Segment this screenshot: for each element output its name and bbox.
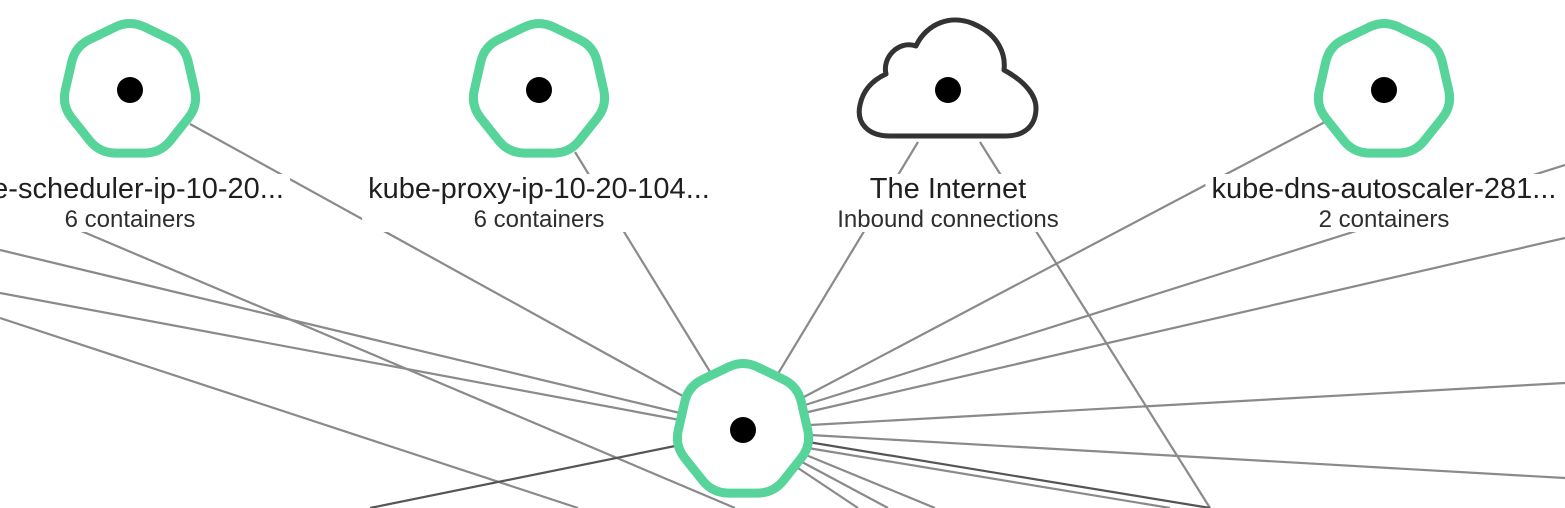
edge-right-4 (809, 433, 1565, 480)
node-title: kube-dns-autoscaler-281... (1211, 173, 1557, 205)
edge-left-2 (0, 291, 681, 422)
node-the-internet[interactable] (856, 17, 1039, 139)
edge-dns-center (801, 121, 1326, 399)
node-kube-scheduler[interactable] (59, 18, 201, 158)
edge-right-3 (809, 381, 1565, 427)
node-label-the-internet[interactable]: The Internet Inbound connections (831, 174, 1065, 232)
node-subtitle: 2 containers (1318, 206, 1450, 233)
edge-left-3 (0, 316, 579, 508)
node-center-dot (526, 77, 552, 103)
node-center-dot (935, 77, 961, 103)
edge-bottom-2 (801, 461, 889, 508)
edge-right-6 (807, 446, 1171, 508)
edge-scheduler-center (189, 123, 691, 401)
node-kube-dns-autoscaler[interactable] (1313, 18, 1455, 158)
edge-right-2 (807, 236, 1565, 414)
node-label-kube-scheduler[interactable]: be-scheduler-ip-10-20... 6 containers (0, 174, 290, 232)
node-title: be-scheduler-ip-10-20... (0, 173, 284, 205)
node-title: kube-proxy-ip-10-20-104... (368, 173, 710, 205)
node-center-dot (1371, 77, 1397, 103)
node-label-kube-proxy[interactable]: kube-proxy-ip-10-20-104... 6 containers (362, 174, 716, 232)
node-subtitle: 6 containers (473, 206, 605, 233)
edge-left-5 (369, 443, 681, 508)
node-title: The Internet (869, 173, 1027, 205)
node-subtitle: Inbound connections (837, 206, 1059, 233)
node-label-kube-dns-autoscaler[interactable]: kube-dns-autoscaler-281... 2 containers (1205, 173, 1563, 233)
edge-left-4 (7, 198, 736, 508)
edge-left-1 (0, 248, 681, 415)
node-center-dot (730, 417, 756, 443)
node-selected-pod[interactable] (672, 358, 814, 498)
edge-right-5 (807, 440, 1211, 508)
edge-bottom-1 (805, 453, 936, 508)
node-center-dot (117, 77, 143, 103)
edge-bottom-3 (797, 467, 859, 508)
node-subtitle: 6 containers (64, 206, 196, 233)
node-kube-proxy[interactable] (468, 18, 610, 158)
